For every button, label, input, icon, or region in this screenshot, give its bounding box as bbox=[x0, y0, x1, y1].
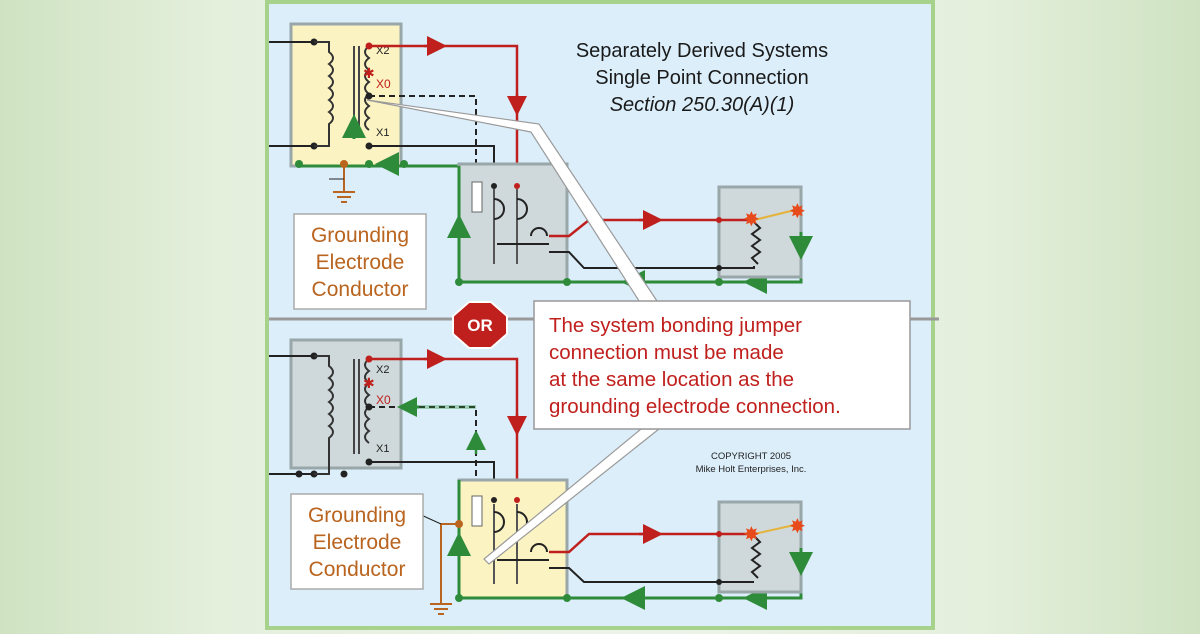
title-line-1: Separately Derived Systems bbox=[576, 40, 828, 62]
bottom-fault-star-icon: ✱ bbox=[363, 376, 375, 392]
bottom-terminal-x0: X0 bbox=[376, 393, 391, 407]
title-line-3: Section 250.30(A)(1) bbox=[610, 94, 795, 116]
note-line-4: grounding electrode connection. bbox=[549, 395, 841, 418]
wiring-diagram: Separately Derived Systems Single Point … bbox=[269, 22, 939, 615]
bottom-load-hot bbox=[549, 532, 719, 554]
top-load-return bbox=[549, 251, 719, 269]
bottom-transformer-box bbox=[289, 338, 403, 470]
bottom-terminal-x2: X2 bbox=[376, 364, 389, 376]
or-sign: OR bbox=[452, 301, 508, 349]
top-fault-spark-2-icon: ✸ bbox=[789, 199, 806, 223]
top-gec-label-2: Electrode bbox=[316, 251, 405, 274]
top-load-box bbox=[717, 185, 803, 279]
bottom-diagram: X2 X0 X1 ✱ bbox=[269, 338, 813, 615]
bottom-primary-coil bbox=[314, 355, 334, 475]
copyright-line-1: COPYRIGHT 2005 bbox=[711, 451, 791, 462]
top-primary-coil bbox=[314, 41, 334, 147]
top-terminal-x2: X2 bbox=[376, 45, 389, 57]
bottom-secondary-coil bbox=[364, 358, 371, 444]
top-neutral-dashed bbox=[369, 95, 477, 184]
bottom-load-box bbox=[717, 500, 803, 594]
top-fault-spark-icon: ✸ bbox=[743, 207, 760, 231]
bottom-fault-spark-2-icon: ✸ bbox=[789, 514, 806, 538]
top-secondary-coil bbox=[364, 45, 371, 131]
bottom-gec-label-box bbox=[290, 493, 424, 590]
note-box bbox=[533, 300, 911, 430]
note-line-1: The system bonding jumper bbox=[549, 314, 802, 337]
bottom-fault-spark-icon: ✸ bbox=[743, 522, 760, 546]
or-sign-text: OR bbox=[467, 316, 493, 335]
top-hot-conductor bbox=[369, 44, 519, 194]
top-fault-star-icon: ✱ bbox=[363, 66, 375, 82]
diagram-panel: Separately Derived Systems Single Point … bbox=[265, 0, 939, 630]
top-terminal-x0: X0 bbox=[376, 77, 391, 91]
bottom-load-return bbox=[549, 567, 719, 583]
bottom-gec-label-2: Electrode bbox=[313, 531, 402, 554]
bottom-terminal-x1: X1 bbox=[376, 443, 389, 455]
title-line-2: Single Point Connection bbox=[595, 67, 808, 89]
top-gec-label-3: Conductor bbox=[312, 278, 409, 301]
copyright-line-2: Mike Holt Enterprises, Inc. bbox=[696, 464, 807, 475]
top-terminal-x1: X1 bbox=[376, 127, 389, 139]
top-diagram: X2 X0 X1 ✱ bbox=[269, 22, 813, 310]
note-line-2: connection must be made bbox=[549, 341, 784, 364]
note-line-3: at the same location as the bbox=[549, 368, 794, 391]
bottom-hot-conductor bbox=[369, 357, 519, 499]
top-gec-label-box bbox=[293, 213, 427, 310]
bottom-gec-label-1: Grounding bbox=[308, 504, 406, 527]
top-load-hot bbox=[549, 218, 719, 238]
bottom-gec-label-3: Conductor bbox=[309, 558, 406, 581]
top-gec-label-1: Grounding bbox=[311, 224, 409, 247]
